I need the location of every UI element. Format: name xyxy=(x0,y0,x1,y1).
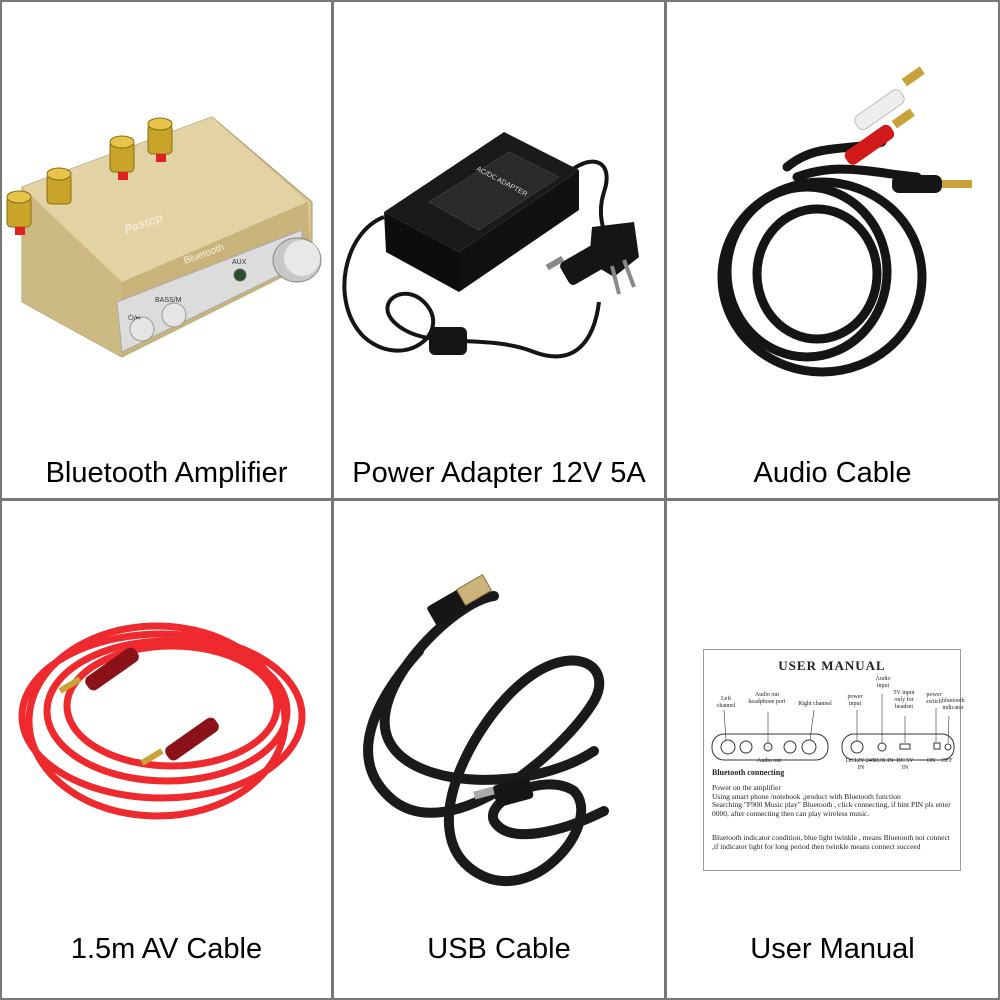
manual-diagram xyxy=(711,694,955,761)
manual-paragraph-2: Bluetooth indicator condition, blue ligh… xyxy=(712,833,950,851)
cell-audio-cable: Audio Cable xyxy=(666,0,1000,500)
manual-aux-in: AUX IN xyxy=(872,758,894,764)
caption-bluetooth-amplifier: Bluetooth Amplifier xyxy=(45,457,288,489)
manual-usb-input: 5V input only for headset xyxy=(893,690,915,710)
cell-bluetooth-amplifier: Pastop Bluetooth AUX BASS/M ⏻/⏯ Bluetoot… xyxy=(0,0,333,500)
usb-cable-photo xyxy=(363,574,609,887)
caption-power-adapter: Power Adapter 12V 5A xyxy=(352,457,646,489)
user-manual-photo: USER MANUAL Left channel Audio out headp… xyxy=(703,649,965,871)
manual-title: USER MANUAL xyxy=(778,658,886,673)
manual-power-input: power input xyxy=(847,694,863,707)
manual-dc5v: DC 5V IN xyxy=(896,758,914,771)
manual-section-title: Bluetooth connecting xyxy=(712,768,785,777)
amp-bass-label: BASS/M xyxy=(155,297,182,304)
caption-usb-cable: USB Cable xyxy=(427,933,571,965)
cell-usb-cable: USB Cable xyxy=(333,500,666,1000)
cell-av-cable: 1.5m AV Cable xyxy=(0,500,333,1000)
manual-right-channel: Right channel xyxy=(798,701,832,707)
manual-off: OFF xyxy=(941,758,953,764)
power-adapter-photo: AC/DC ADAPTER xyxy=(342,132,639,359)
manual-dc-in: DC12V-24V IN xyxy=(845,758,877,771)
manual-audio-input: Audio input xyxy=(875,676,891,689)
amp-aux-label: AUX xyxy=(232,259,247,266)
caption-audio-cable: Audio Cable xyxy=(753,457,912,489)
cell-user-manual: USER MANUAL Left channel Audio out headp… xyxy=(666,500,1000,1000)
amp-play-label: ⏻/⏯ xyxy=(128,314,141,322)
caption-user-manual: User Manual xyxy=(750,933,915,965)
cell-power-adapter: AC/DC ADAPTER Power Adapter 12V 5A xyxy=(333,0,666,500)
manual-paragraph-1: Power on the amplifier Using smart phone… xyxy=(712,783,951,818)
aux-cable-photo xyxy=(18,622,306,820)
caption-av-cable: 1.5m AV Cable xyxy=(70,933,263,965)
manual-bt-indicator: bluetooth indicator xyxy=(942,698,965,711)
manual-on: ON xyxy=(926,758,936,764)
manual-left-channel: Left channel xyxy=(716,696,736,709)
manual-audio-out: Audio out headphone port xyxy=(748,692,786,705)
manual-audio-out-small: Audio out xyxy=(756,758,782,764)
manual-power-switch: power switch xyxy=(926,692,942,705)
bluetooth-amplifier-photo: Pastop Bluetooth AUX BASS/M ⏻/⏯ xyxy=(6,116,322,358)
rca-audio-cable-photo xyxy=(717,66,972,377)
